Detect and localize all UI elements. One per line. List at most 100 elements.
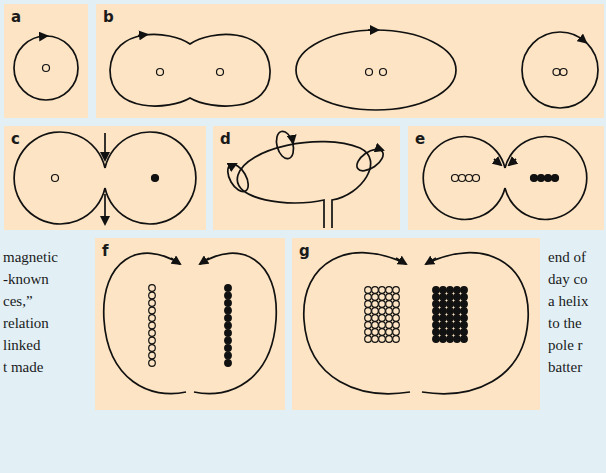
- conductor-in: [454, 336, 461, 343]
- conductor-out: [393, 308, 400, 315]
- conductor-in: [447, 336, 454, 343]
- panels: [4, 4, 604, 410]
- conductor-column: [149, 285, 232, 367]
- conductor-in: [531, 175, 538, 182]
- field-arrow: [40, 35, 47, 37]
- field-arrow: [138, 35, 147, 36]
- conductor-group: [225, 285, 232, 367]
- conductor-in: [454, 308, 461, 315]
- conductor-group: [365, 287, 400, 343]
- conductor-out: [372, 336, 379, 343]
- conductor-grid: [365, 287, 468, 343]
- conductor-out: [386, 287, 393, 294]
- conductor-out: [386, 301, 393, 308]
- field-line: [304, 253, 410, 394]
- conductor-out: [149, 360, 156, 367]
- conductor-out: [466, 175, 473, 182]
- conductor-out: [366, 69, 373, 76]
- conductor-in: [440, 329, 447, 336]
- field-arrow: [171, 258, 180, 264]
- conductor-out: [393, 336, 400, 343]
- conductor-out: [393, 322, 400, 329]
- body-text-fragment: day co: [548, 272, 588, 287]
- field-line: [522, 32, 598, 108]
- conductor-in: [433, 322, 440, 329]
- field-arrow: [580, 38, 586, 43]
- conductor-in: [440, 301, 447, 308]
- conductor-in: [447, 315, 454, 322]
- conductor-in: [225, 352, 232, 359]
- field-lines: [14, 30, 598, 394]
- conductor-in: [440, 308, 447, 315]
- conductor-out: [379, 336, 386, 343]
- body-text-fragment: linked: [3, 338, 41, 353]
- body-text-fragment: relation: [3, 316, 49, 331]
- panel-background: [213, 126, 400, 230]
- body-text-fragment: end of: [548, 250, 586, 265]
- conductor-out: [365, 315, 372, 322]
- conductor-in: [454, 315, 461, 322]
- conductor-out: [365, 294, 372, 301]
- field-line: [224, 161, 253, 195]
- conductor-in: [461, 315, 468, 322]
- conductor-out: [379, 322, 386, 329]
- panel-letter: f: [102, 244, 109, 259]
- field-arrow: [368, 29, 378, 31]
- body-text-fragment: to the: [548, 316, 582, 331]
- conductor-out: [393, 315, 400, 322]
- field-arrow: [292, 137, 293, 143]
- conductor-in: [225, 285, 232, 292]
- body-text-fragment: pole r: [548, 338, 583, 353]
- field-arrow: [426, 258, 436, 264]
- conductor-out: [149, 285, 156, 292]
- conductor-out: [365, 301, 372, 308]
- body-text-fragment: t made: [3, 360, 43, 375]
- conductor-out: [365, 336, 372, 343]
- conductor-out: [459, 175, 466, 182]
- conductor-out: [43, 65, 50, 72]
- conductor-in: [461, 294, 468, 301]
- panel-background: [96, 4, 604, 118]
- conductor-out: [473, 175, 480, 182]
- conductor-in: [454, 294, 461, 301]
- conductor-out: [149, 337, 156, 344]
- panel-letter: b: [103, 10, 114, 25]
- conductor-out: [386, 322, 393, 329]
- conductor-out: [386, 336, 393, 343]
- conductor-out: [149, 330, 156, 337]
- conductor-out: [379, 301, 386, 308]
- conductor-out: [149, 322, 156, 329]
- conductor-in: [461, 336, 468, 343]
- conductor-in: [454, 287, 461, 294]
- conductor-in: [152, 175, 159, 182]
- conductor-out: [372, 301, 379, 308]
- conductor-in: [440, 336, 447, 343]
- body-text-fragment: batter: [548, 360, 582, 375]
- field-arrow: [494, 159, 501, 165]
- field-line: [14, 36, 78, 100]
- panel-letter: d: [220, 132, 231, 147]
- conductors: [43, 65, 568, 182]
- field-line: [274, 129, 297, 160]
- panel-background: [4, 4, 88, 118]
- conductor-out: [386, 329, 393, 336]
- field-line: [505, 136, 587, 219]
- conductor-out: [365, 308, 372, 315]
- conductor-in: [538, 175, 545, 182]
- conductor-in: [545, 175, 552, 182]
- conductor-in: [225, 345, 232, 352]
- conductor-out: [379, 308, 386, 315]
- body-text-fragment: magnetic: [3, 250, 58, 265]
- conductor-out: [372, 308, 379, 315]
- conductor-in: [454, 301, 461, 308]
- conductor-in: [447, 287, 454, 294]
- conductor-in: [225, 322, 232, 329]
- conductor-out: [217, 69, 224, 76]
- panel-background: [4, 126, 206, 230]
- field-arrow: [104, 194, 106, 224]
- field-arrow: [509, 159, 516, 165]
- field-arrow: [232, 164, 236, 166]
- conductor-out: [379, 287, 386, 294]
- panel-letter: g: [299, 244, 310, 259]
